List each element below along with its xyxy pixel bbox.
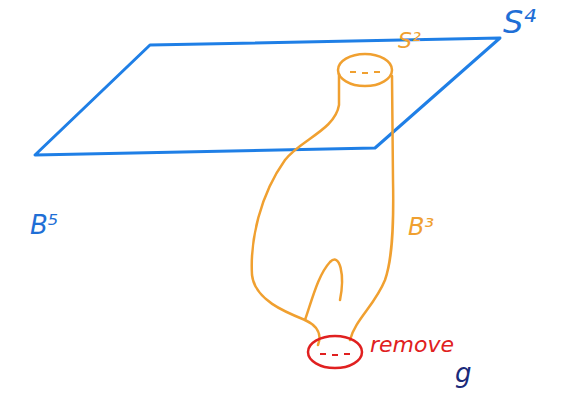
ball-tube (350, 76, 393, 340)
disc-dashes (320, 354, 350, 355)
ball-label: B³ (408, 215, 434, 239)
ball-tube-inner (305, 260, 342, 320)
note-label: remove (370, 334, 454, 356)
sphere-label: S² (398, 30, 421, 52)
boundary-plane (35, 38, 500, 155)
sphere-disc (338, 54, 392, 86)
disc-dashes (350, 72, 380, 73)
ball-tube (252, 74, 339, 345)
boundary-label: S⁴ (503, 6, 536, 38)
note-label: g (455, 360, 472, 386)
removed-disc (308, 336, 362, 368)
ball-label: B⁵ (30, 212, 58, 238)
